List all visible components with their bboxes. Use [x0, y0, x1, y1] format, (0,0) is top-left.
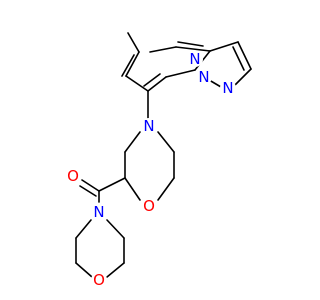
atom-label: O: [93, 271, 105, 289]
atom-label: N: [93, 203, 104, 221]
bond-double: [79, 185, 97, 197]
bond: [81, 179, 100, 192]
bond: [106, 219, 125, 239]
bond-double: [143, 73, 161, 87]
bond: [125, 75, 149, 92]
atom-label: N: [189, 50, 200, 68]
atom-o-ring: O: [141, 197, 157, 215]
bond: [75, 219, 92, 239]
bond-double: [177, 41, 204, 47]
bond: [149, 46, 177, 53]
atom-n-pyrazole: N: [220, 79, 236, 97]
atom-labels: N N N N O O N O: [65, 50, 236, 289]
bond: [124, 131, 141, 153]
bond: [157, 131, 175, 153]
bond: [98, 177, 126, 192]
atom-n-morpholine: N: [141, 117, 157, 135]
bond-methyl: [127, 32, 140, 53]
atom-o-morpholine2: O: [91, 271, 107, 289]
bond: [209, 41, 239, 52]
atom-label: O: [67, 167, 79, 185]
bond: [124, 177, 141, 201]
bond: [237, 41, 252, 70]
bond: [106, 262, 125, 278]
atom-label: O: [143, 197, 155, 215]
bond: [157, 177, 175, 201]
molecule-structure: N N N N O O N O: [65, 32, 252, 289]
atom-n-bridge: N: [196, 68, 212, 86]
atom-o-carbonyl: O: [65, 167, 81, 185]
bond: [75, 262, 93, 278]
atom-n-amide: N: [91, 203, 107, 221]
atom-n-pyrimidine: N: [187, 50, 203, 68]
bond: [175, 46, 211, 52]
atom-label: N: [222, 79, 233, 97]
bond: [165, 69, 196, 78]
bond: [147, 76, 167, 92]
atom-label: N: [198, 68, 209, 86]
bond-double: [121, 54, 135, 77]
bond: [125, 51, 140, 77]
bonds: [75, 32, 252, 278]
bond-double: [232, 46, 245, 71]
atom-label: N: [143, 117, 154, 135]
bond: [233, 68, 252, 87]
